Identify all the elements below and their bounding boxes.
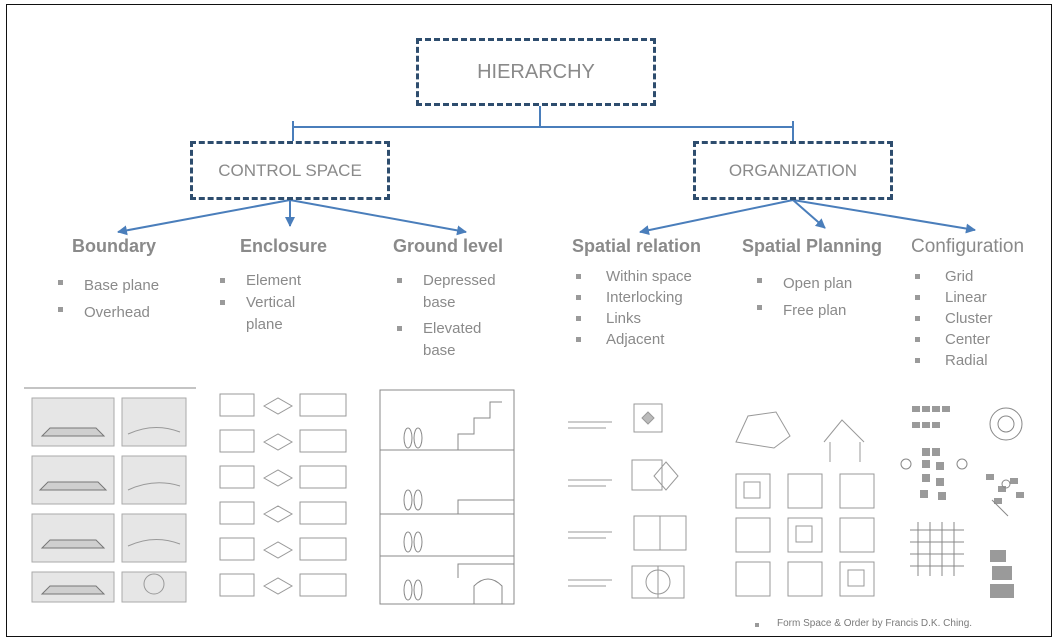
configuration-heading: Configuration [911, 236, 1025, 257]
organization-label: ORGANIZATION [728, 160, 858, 180]
list-item: Overhead [58, 299, 193, 326]
ground-level-list: Depressed base Elevated base [397, 270, 517, 362]
spatial-relation-heading: Spatial relation [572, 236, 702, 256]
list-item: Adjacent [576, 329, 736, 350]
arrow-ground-level [289, 199, 467, 236]
configuration-diagrams [900, 406, 1024, 598]
control-space-box: CONTROL SPACE [190, 141, 390, 200]
list-item: Open plan [757, 270, 897, 297]
list-item: Links [576, 308, 736, 329]
configuration-list: Grid Linear Cluster Center Radial [915, 266, 1035, 371]
organization-box: ORGANIZATION [693, 141, 893, 200]
enclosure-heading: Enclosure [240, 236, 328, 256]
list-item: Interlocking [576, 287, 736, 308]
control-space-label: CONTROL SPACE [218, 160, 362, 180]
list-item: Base plane [58, 272, 193, 299]
spatial-planning-list: Open plan Free plan [757, 270, 897, 324]
list-item: Element [220, 270, 335, 292]
list-item: Depressed base [397, 270, 498, 314]
spatial-relation-diagrams [568, 403, 687, 599]
list-item: Elevated base [397, 318, 498, 362]
boundary-heading: Boundary [72, 236, 157, 256]
list-item: Linear [915, 287, 1035, 308]
list-item: Vertical plane [220, 292, 306, 336]
list-item: Cluster [915, 308, 1035, 329]
boundary-list: Base plane Overhead [58, 272, 193, 326]
slide-frame [6, 4, 1052, 637]
spatial-planning-plans [735, 411, 875, 597]
enclosure-sketches [219, 393, 347, 597]
list-item: Free plan [757, 297, 897, 324]
arrow-spatial-relation [639, 199, 794, 236]
list-item: Center [915, 329, 1035, 350]
hierarchy-label: HIERARCHY [477, 60, 595, 83]
spatial-planning-heading: Spatial Planning [742, 236, 883, 256]
spatial-relation-list: Within space Interlocking Links Adjacent [576, 266, 736, 350]
list-item: Grid [915, 266, 1035, 287]
boundary-sketches [24, 387, 196, 603]
enclosure-list: Element Vertical plane [220, 270, 335, 336]
arrow-spatial-planning [792, 199, 826, 229]
arrow-boundary [117, 199, 291, 236]
arrow-configuration [792, 199, 976, 234]
list-item: Radial [915, 350, 1035, 371]
ground-level-section [379, 389, 515, 605]
ground-level-heading: Ground level [393, 236, 504, 256]
credit-text: Form Space & Order by Francis D.K. Ching… [755, 618, 972, 629]
list-item: Within space [576, 266, 736, 287]
hierarchy-box: HIERARCHY [416, 38, 656, 106]
